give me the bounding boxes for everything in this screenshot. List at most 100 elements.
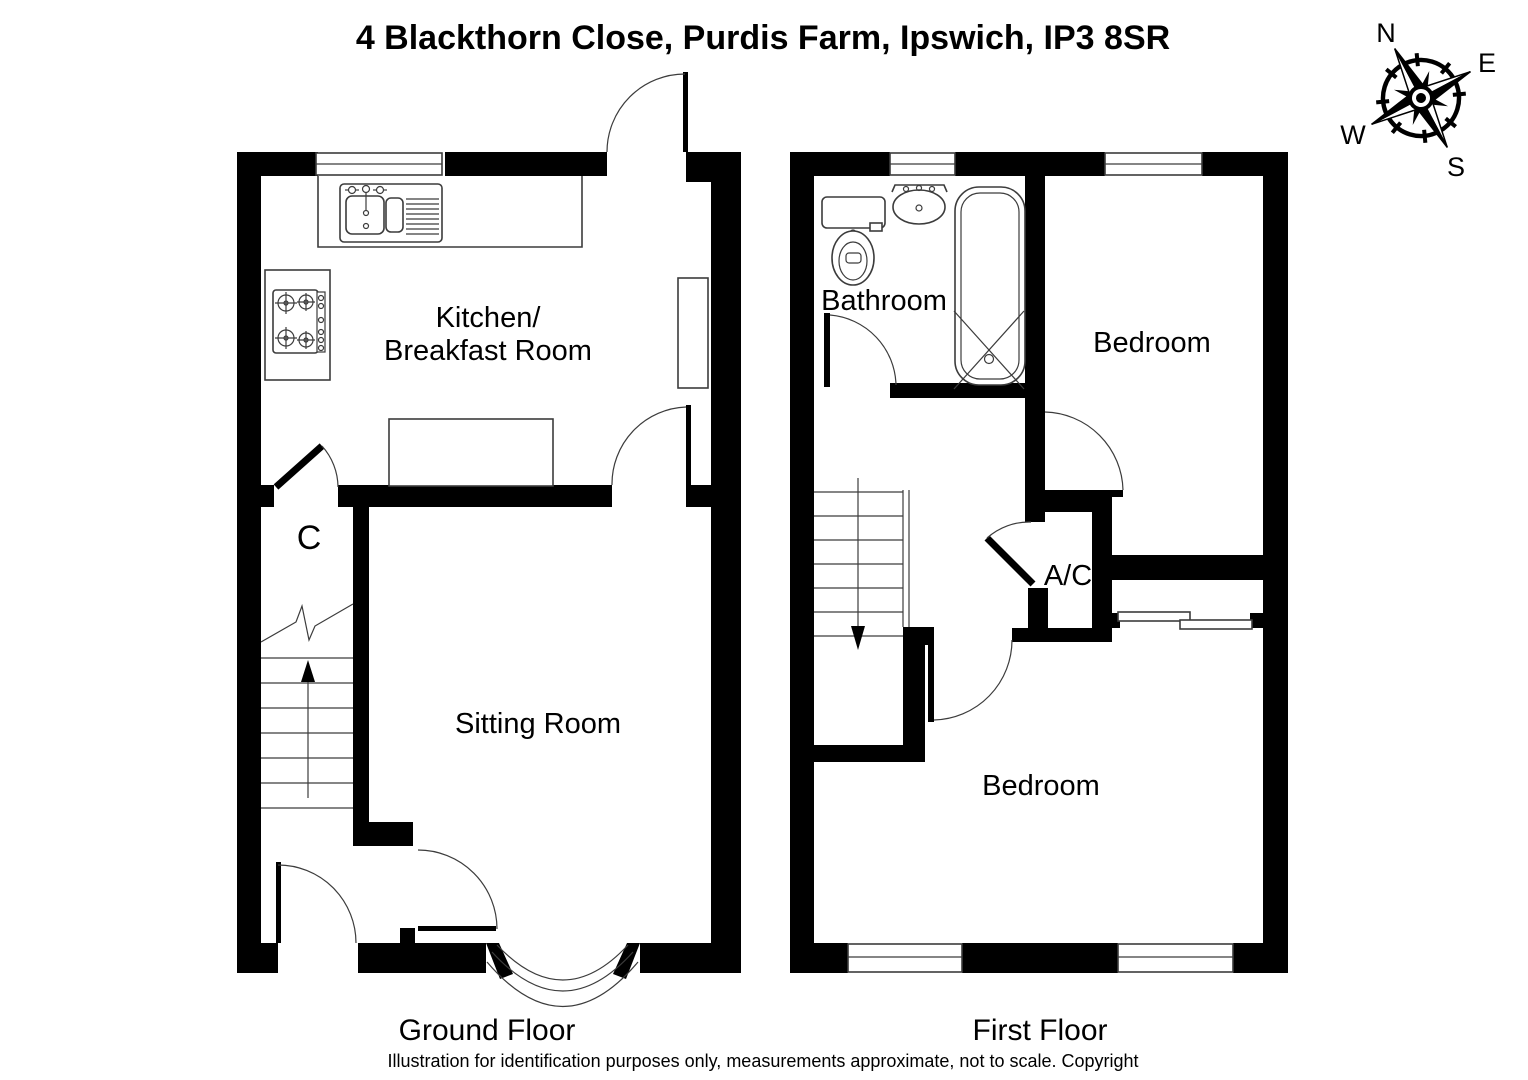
door-leaf — [824, 313, 830, 387]
door-swing-arc — [829, 314, 897, 386]
toilet-bowl-inner — [838, 241, 868, 281]
door-leaf — [928, 640, 934, 722]
room-label-cupboard: C — [297, 519, 322, 557]
room-label-kitchen-line2: Breakfast Room — [384, 335, 592, 367]
wall-segment — [400, 928, 415, 943]
room-label-bathroom: Bathroom — [821, 285, 947, 317]
compass-label-south: S — [1447, 152, 1465, 182]
kitchen-sink-unit — [339, 183, 443, 243]
wall-segment — [962, 943, 1118, 973]
door-swing-arc — [933, 639, 1013, 721]
wall-segment — [1025, 490, 1045, 522]
door-leaf — [1043, 490, 1123, 497]
bay-arc — [491, 951, 634, 992]
rear-bedroom-door — [928, 639, 1013, 722]
ground-floor-plan: Kitchen/ Breakfast Room Sitting Room C G… — [237, 72, 741, 1047]
door-leaf — [418, 926, 496, 931]
compass-label-north: N — [1376, 18, 1396, 48]
wall-segment — [353, 507, 369, 822]
wall-segment — [1263, 152, 1288, 973]
door-swing-arc — [321, 445, 339, 488]
kitchen-table — [388, 418, 554, 487]
back-door — [606, 72, 688, 153]
sink-taps — [345, 184, 387, 230]
first-floor-plan: Bathroom Bedroom A/C Bedroom First Floor — [790, 152, 1288, 1047]
door-swing-arc — [611, 406, 687, 486]
sliding-wardrobe — [1105, 611, 1267, 630]
kitchen-hob — [264, 269, 331, 381]
kitchen-window — [315, 152, 443, 176]
compass-hub-dot — [1416, 93, 1426, 103]
bay-window — [486, 943, 640, 1007]
cupboard-door — [273, 443, 339, 490]
stair-treads — [261, 657, 353, 809]
basin-tap — [915, 184, 923, 192]
window-frame — [847, 943, 963, 973]
first-floor-caption: First Floor — [973, 1014, 1108, 1047]
door-leaf — [984, 535, 1036, 587]
compass-star — [1371, 48, 1471, 148]
bathtub-outer — [954, 186, 1026, 386]
wall-segment — [800, 745, 925, 762]
counter-outline — [317, 176, 583, 248]
wall-segment — [1028, 588, 1048, 628]
stairs-up — [260, 603, 354, 809]
wardrobe-sliding-panel — [1117, 611, 1191, 622]
room-label-sitting-room: Sitting Room — [455, 708, 621, 740]
bay-arc — [486, 961, 639, 1007]
bathroom-window — [889, 152, 956, 176]
wash-basin — [891, 184, 948, 225]
wall-segment — [1092, 493, 1112, 642]
bathroom-door — [824, 313, 897, 387]
sink-bowl-right — [385, 197, 404, 233]
basin-tap — [928, 185, 936, 193]
compass-rose: N E S W — [1340, 18, 1496, 182]
shower-mark — [953, 310, 1025, 390]
toilet-flush — [869, 222, 883, 232]
wall-segment — [1107, 555, 1267, 580]
wardrobe-end-block — [1105, 613, 1120, 628]
wardrobe-sliding-panel — [1179, 619, 1253, 630]
wall-segment — [237, 152, 261, 973]
ground-floor-walls — [237, 152, 741, 973]
hob-burners — [275, 292, 315, 349]
disclaimer-text: Illustration for identification purposes… — [387, 1051, 1138, 1071]
compass-label-west: W — [1340, 120, 1366, 150]
basin-bowl — [892, 189, 946, 225]
wall-segment — [1012, 628, 1112, 642]
front-bedroom-window — [1104, 152, 1203, 176]
bathtub — [953, 186, 1026, 390]
first-floor-walls — [790, 152, 1288, 973]
wall-segment — [903, 627, 925, 762]
door-swing-arc — [986, 521, 1032, 539]
kitchen-tall-unit — [677, 277, 709, 389]
wall-segment — [686, 485, 711, 507]
basin-drain — [915, 204, 923, 212]
door-leaf — [683, 72, 688, 152]
basin-tap — [902, 185, 910, 193]
hall-door — [417, 849, 498, 931]
wall-segment — [925, 627, 934, 645]
door-swing-arc — [277, 864, 357, 944]
bathtub-inner — [960, 192, 1020, 380]
compass-label-east: E — [1478, 48, 1496, 78]
wall-segment — [1045, 493, 1092, 512]
wall-segment — [358, 943, 486, 973]
bay-jamb — [613, 943, 640, 979]
door-swing-arc — [417, 849, 498, 930]
toilet-cistern — [821, 196, 886, 229]
wardrobe-end-block — [1250, 613, 1267, 628]
door-swing-arc — [606, 73, 686, 153]
door-leaf — [686, 405, 691, 485]
wall-segment — [790, 152, 814, 973]
stairs-down — [814, 478, 910, 650]
wall-segment — [338, 485, 612, 507]
room-label-kitchen-line1: Kitchen/ — [436, 302, 542, 334]
hob-worktop — [264, 269, 331, 381]
stair-break-line — [260, 603, 354, 643]
airing-cupboard-door — [984, 521, 1036, 587]
door-leaf — [273, 443, 325, 490]
window-frame — [1117, 943, 1234, 973]
toilet-detail — [845, 252, 862, 264]
